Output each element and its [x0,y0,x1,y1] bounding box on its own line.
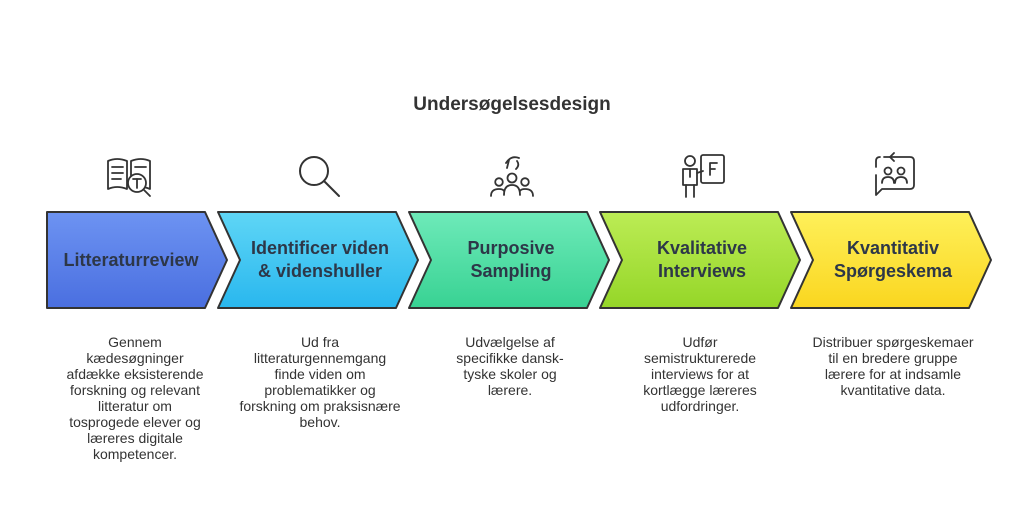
survey-icon [875,152,915,196]
step-arrow-kvantitativ-spoergeskema [790,211,992,309]
step-arrow-litteraturreview [46,211,228,309]
group-selection-icon [490,156,534,197]
magnifier-icon [299,156,340,197]
step-description-kvantitativ-spoergeskema: Distribuer spørgeskemaer til en bredere … [812,334,974,398]
step-label-litteraturreview: Litteraturreview [63,249,199,270]
diagram-title: Undersøgelsesdesign [413,94,611,115]
step-description-purposive-sampling: Udvælgelse af specifikke dansk-tyske sko… [456,334,564,398]
book-icon [107,158,151,197]
step-arrow-kvalitative-interviews [599,211,801,309]
step-label-purposive-sampling: Purposive Sampling [467,238,555,281]
step-description-identificer: Ud fra litteraturgennemgang finde viden … [239,334,401,430]
step-label-kvantitativ-spoergeskema: Kvantitativ Spørgeskema [833,238,953,281]
step-arrow-purposive-sampling [408,211,610,309]
step-arrow-identificer [217,211,419,309]
step-label-kvalitative-interviews: Kvalitative Interviews [656,238,748,281]
step-description-kvalitative-interviews: Udfør semistrukturerede interviews for a… [643,334,757,414]
presenter-icon [682,154,725,198]
step-description-litteraturreview: Gennem kædesøgninger afdække eksisterend… [66,334,204,462]
step-label-identificer: Identificer viden & videnshuller [250,238,390,281]
